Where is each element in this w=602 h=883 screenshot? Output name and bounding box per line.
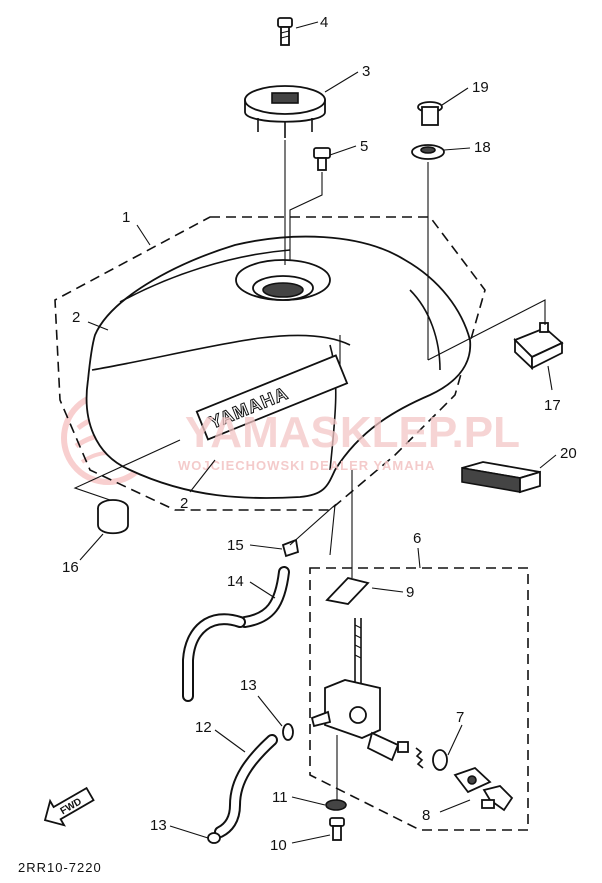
part-16-damper (97, 499, 129, 535)
part-20-pad (461, 461, 541, 494)
fuel-tank: YAMAHA (85, 235, 472, 499)
callout-18: 18 (474, 139, 491, 156)
clip-13-lower (207, 832, 221, 844)
callout-8: 8 (422, 807, 430, 824)
callout-16: 16 (62, 559, 79, 576)
tank-assembly-outline (54, 216, 486, 511)
clip-15 (281, 538, 300, 558)
part-5-bolt (313, 147, 331, 171)
callout-11: 11 (272, 789, 288, 806)
callout-labels: 1 2 2 3 4 5 6 7 8 9 10 11 12 13 13 14 15… (62, 14, 577, 854)
fuel-cock-assembly-outline (309, 567, 529, 831)
callout-12: 12 (195, 719, 212, 736)
part-4-screw (277, 17, 293, 46)
callout-2-lower: 2 (180, 495, 188, 512)
callout-4: 4 (320, 14, 328, 31)
callout-2-upper: 2 (72, 309, 80, 326)
callout-13-upper: 13 (240, 677, 257, 694)
watermark-main: YAMASKLEP.PL (185, 408, 520, 457)
part-18-grommet (411, 144, 445, 160)
callout-14: 14 (227, 573, 244, 590)
part-17-bracket (513, 322, 564, 371)
callout-19: 19 (472, 79, 489, 96)
callout-20: 20 (560, 445, 577, 462)
callout-9: 9 (406, 584, 414, 601)
fwd-arrow: FWD (43, 786, 95, 827)
callout-17: 17 (544, 397, 561, 414)
leader-lines (73, 21, 557, 844)
callout-13-lower: 13 (150, 817, 167, 834)
part-3-filler-cap (244, 85, 326, 138)
callout-3: 3 (362, 63, 370, 80)
diagram-code: 2RR10-7220 (18, 860, 102, 875)
fuel-cock (310, 618, 514, 841)
hose-14 (182, 566, 290, 702)
callout-5: 5 (360, 138, 368, 155)
callout-10: 10 (270, 837, 287, 854)
part-19-plug (417, 101, 443, 126)
part-9-gasket (325, 576, 370, 605)
hose-12 (214, 734, 278, 838)
clip-13-upper (282, 723, 294, 741)
watermark-sub: WOJCIECHOWSKI DEALER YAMAHA (178, 458, 435, 473)
callout-15: 15 (227, 537, 244, 554)
callout-7: 7 (456, 709, 464, 726)
callout-1: 1 (122, 209, 130, 226)
callout-6: 6 (413, 530, 421, 547)
